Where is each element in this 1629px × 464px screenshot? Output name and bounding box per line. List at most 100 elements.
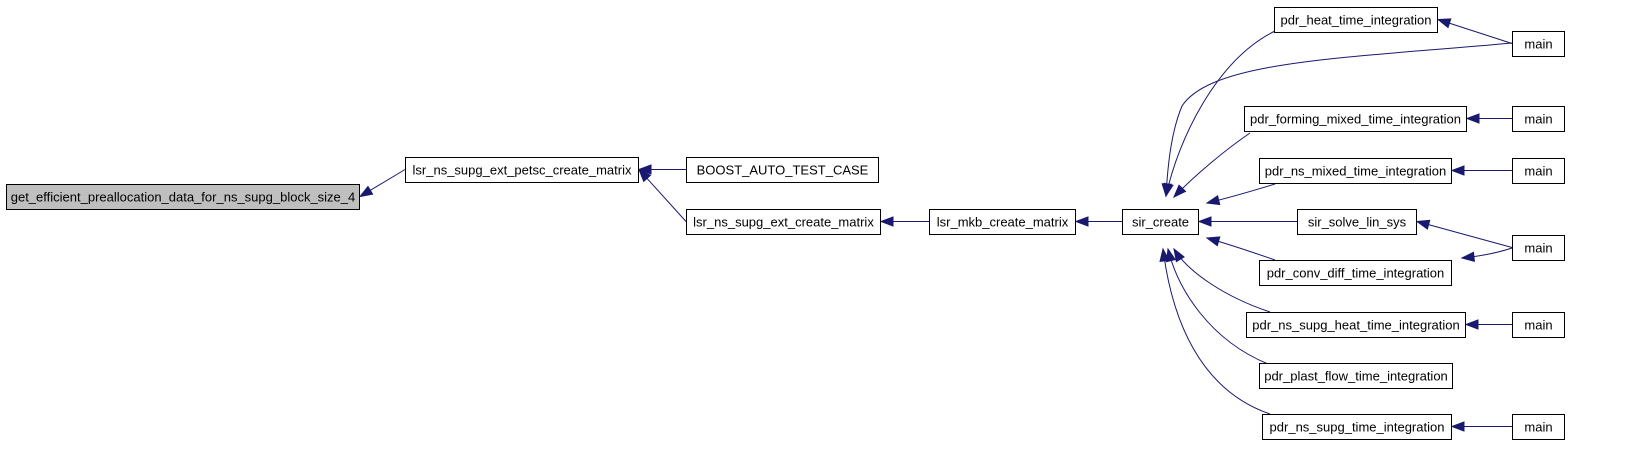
arrowhead xyxy=(358,185,374,198)
edge-n6-to-n5 xyxy=(1074,216,1122,227)
node-label: pdr_forming_mixed_time_integration xyxy=(1250,112,1461,127)
node-box[interactable] xyxy=(1259,260,1452,286)
edge-line xyxy=(1167,248,1269,365)
node-main-n10[interactable]: main xyxy=(1512,106,1565,132)
node-label: pdr_ns_supg_time_integration xyxy=(1270,420,1445,435)
edge-n19-to-n6 xyxy=(1159,247,1271,415)
edge-line xyxy=(1162,248,1271,415)
node-box[interactable] xyxy=(1246,312,1466,338)
node-lsr-ns-supg-ext-create-matrix-n4[interactable]: lsr_ns_supg_ext_create_matrix xyxy=(686,209,881,235)
edge-line xyxy=(1165,42,1513,197)
node-box[interactable] xyxy=(1122,209,1199,235)
arrowhead xyxy=(1074,216,1089,227)
node-box[interactable] xyxy=(1259,363,1453,389)
node-label: main xyxy=(1524,37,1552,52)
edge-n14-to-n15 xyxy=(1460,247,1513,262)
node-pdr-conv-diff-time-integration-n15[interactable]: pdr_conv_diff_time_integration xyxy=(1259,260,1452,286)
node-lsr-ns-supg-ext-petsc-create-matrix-n2[interactable]: lsr_ns_supg_ext_petsc_create_matrix xyxy=(405,157,639,183)
nodes-layer: get_efficient_preallocation_data_for_ns_… xyxy=(6,7,1565,440)
node-main-n8[interactable]: main xyxy=(1512,31,1565,57)
node-label: main xyxy=(1524,420,1552,435)
node-main-n17[interactable]: main xyxy=(1512,312,1565,338)
node-box[interactable] xyxy=(1512,414,1565,440)
node-label: sir_solve_lin_sys xyxy=(1308,215,1407,230)
node-sir-create-n6[interactable]: sir_create xyxy=(1122,209,1199,235)
arrowhead xyxy=(1436,18,1452,29)
node-label: main xyxy=(1524,164,1552,179)
edge-line xyxy=(1448,22,1513,44)
node-pdr-plast-flow-time-integration-n18[interactable]: pdr_plast_flow_time_integration xyxy=(1259,363,1453,389)
arrowhead xyxy=(879,216,894,227)
edge-n8-to-n6 xyxy=(1161,42,1513,198)
node-label: lsr_ns_supg_ext_petsc_create_matrix xyxy=(413,163,632,178)
arrowhead xyxy=(1205,195,1221,206)
arrowhead xyxy=(1197,216,1212,227)
node-sir-solve-lin-sys-n13[interactable]: sir_solve_lin_sys xyxy=(1297,209,1417,235)
node-box[interactable] xyxy=(1512,106,1565,132)
node-boost-auto-test-case-n3[interactable]: BOOST_AUTO_TEST_CASE xyxy=(686,157,879,183)
node-pdr-forming-mixed-time-integration-n9[interactable]: pdr_forming_mixed_time_integration xyxy=(1244,106,1467,132)
node-label: pdr_plast_flow_time_integration xyxy=(1264,369,1448,384)
node-label: BOOST_AUTO_TEST_CASE xyxy=(697,163,869,178)
node-box[interactable] xyxy=(1244,106,1467,132)
arrowhead xyxy=(1173,247,1185,263)
edge-n16-to-n6 xyxy=(1173,247,1271,313)
node-pdr-ns-mixed-time-integration-n11[interactable]: pdr_ns_mixed_time_integration xyxy=(1259,158,1452,184)
node-box[interactable] xyxy=(1512,235,1565,261)
edge-n15-to-n6 xyxy=(1205,236,1276,261)
node-label: pdr_ns_mixed_time_integration xyxy=(1265,164,1446,179)
node-box[interactable] xyxy=(686,157,879,183)
arrowhead xyxy=(1464,319,1479,330)
node-label: pdr_conv_diff_time_integration xyxy=(1267,266,1445,281)
node-label: main xyxy=(1524,318,1552,333)
node-pdr-ns-supg-heat-time-integration-n16[interactable]: pdr_ns_supg_heat_time_integration xyxy=(1246,312,1466,338)
edges-layer xyxy=(358,18,1513,432)
edge-n20-to-n19 xyxy=(1450,421,1512,432)
node-box[interactable] xyxy=(1512,158,1565,184)
edge-n5-to-n4 xyxy=(879,216,929,227)
arrowhead xyxy=(1460,251,1475,262)
node-box[interactable] xyxy=(1512,312,1565,338)
edge-n18-to-n6 xyxy=(1165,247,1269,365)
edge-n2-to-n1 xyxy=(358,169,406,198)
edge-n14-to-n13 xyxy=(1415,219,1513,248)
node-box[interactable] xyxy=(1259,158,1452,184)
node-box[interactable] xyxy=(1274,7,1438,33)
node-pdr-ns-supg-time-integration-n19[interactable]: pdr_ns_supg_time_integration xyxy=(1262,414,1452,440)
edge-line xyxy=(1165,30,1276,197)
node-get-efficient-preallocation-data-for-ns-supg-block-size-4-n1[interactable]: get_efficient_preallocation_data_for_ns_… xyxy=(6,184,360,210)
node-box[interactable] xyxy=(1262,414,1452,440)
edge-n11-to-n6 xyxy=(1205,183,1276,206)
node-label: pdr_heat_time_integration xyxy=(1280,13,1431,28)
edge-n8-to-n7 xyxy=(1436,18,1513,44)
edge-line xyxy=(1173,248,1271,313)
node-pdr-heat-time-integration-n7[interactable]: pdr_heat_time_integration xyxy=(1274,7,1438,33)
node-box[interactable] xyxy=(686,209,881,235)
node-box[interactable] xyxy=(6,184,360,210)
node-lsr-mkb-create-matrix-n5[interactable]: lsr_mkb_create_matrix xyxy=(929,209,1076,235)
edge-n17-to-n16 xyxy=(1464,319,1512,330)
node-box[interactable] xyxy=(1512,31,1565,57)
node-main-n12[interactable]: main xyxy=(1512,158,1565,184)
node-label: get_efficient_preallocation_data_for_ns_… xyxy=(11,190,356,205)
node-label: pdr_ns_supg_heat_time_integration xyxy=(1252,318,1459,333)
node-label: main xyxy=(1524,112,1552,127)
node-main-n14[interactable]: main xyxy=(1512,235,1565,261)
edge-n12-to-n11 xyxy=(1450,165,1512,176)
node-box[interactable] xyxy=(405,157,639,183)
edge-line xyxy=(1173,132,1251,198)
node-box[interactable] xyxy=(1297,209,1417,235)
node-box[interactable] xyxy=(929,209,1076,235)
arrowhead xyxy=(1159,247,1170,263)
arrowhead xyxy=(1173,184,1187,199)
arrowhead xyxy=(1165,247,1177,263)
node-label: lsr_ns_supg_ext_create_matrix xyxy=(693,215,874,230)
arrowhead xyxy=(1205,236,1221,247)
arrowhead xyxy=(1415,219,1431,230)
node-main-n20[interactable]: main xyxy=(1512,414,1565,440)
arrowhead xyxy=(638,168,652,183)
edge-line xyxy=(369,169,406,192)
arrowhead xyxy=(1161,183,1172,198)
arrowhead xyxy=(1450,421,1465,432)
